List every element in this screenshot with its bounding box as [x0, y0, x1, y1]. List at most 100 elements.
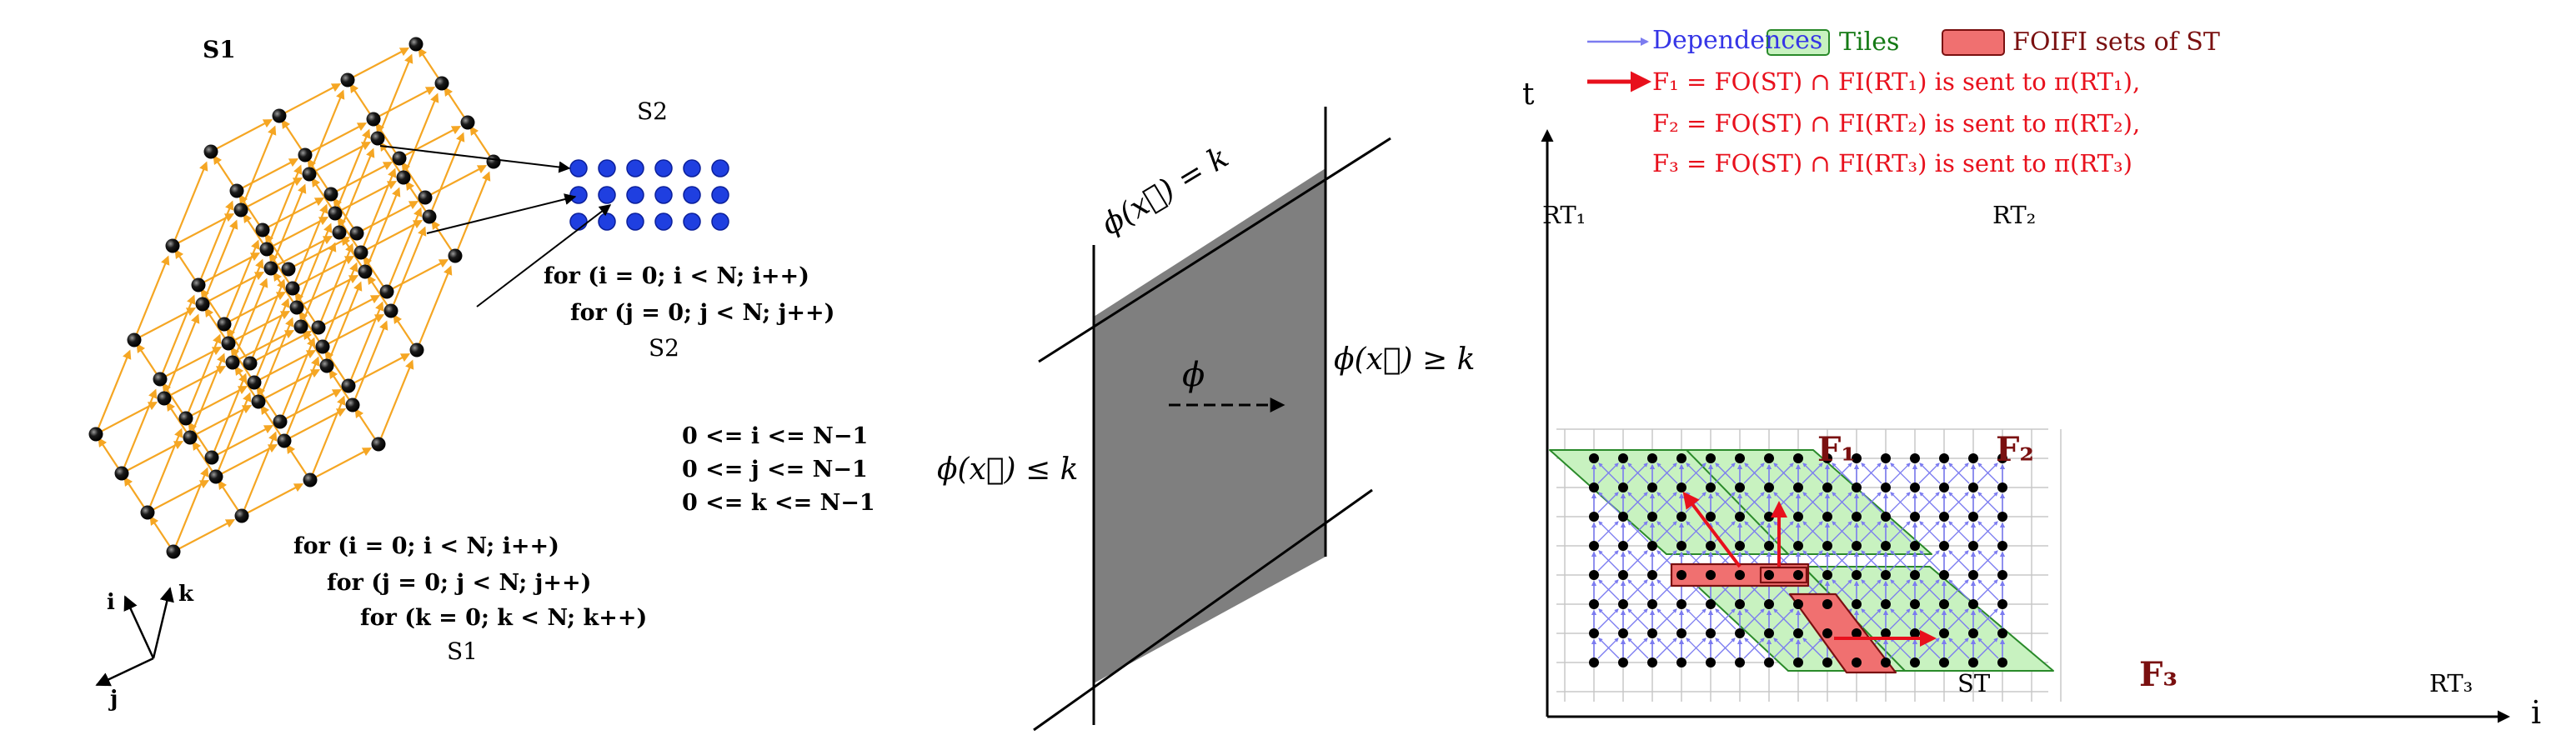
- iteration-point: [1764, 570, 1774, 580]
- dependence-arrow: [1714, 492, 1736, 513]
- dependence-edge: [202, 272, 265, 305]
- iteration-point: [1881, 599, 1891, 609]
- s2-point: [598, 212, 616, 231]
- dependence-arrow: [1919, 550, 1941, 572]
- dependence-arrow: [1743, 492, 1765, 513]
- dependence-edge: [232, 330, 295, 363]
- dependence-edge: [133, 308, 197, 341]
- legend-f3-text: F₃ = FO(ST) ∩ FI(RT₃) is sent to π(RT₃): [1652, 149, 2132, 178]
- lattice-point: [183, 430, 198, 445]
- dependence-arrow: [1977, 492, 1998, 513]
- phi-leq-k-label: ϕ(x⃗) ≤ k: [937, 452, 1079, 487]
- s1-title: S1: [203, 36, 236, 63]
- iteration-point: [1939, 658, 1949, 668]
- s2-point: [654, 159, 673, 178]
- lattice-point: [323, 187, 338, 202]
- dependence-arrow: [1626, 462, 1648, 484]
- dependence-arrow: [1627, 521, 1649, 542]
- iteration-point: [1735, 628, 1745, 638]
- dependence-edge: [322, 314, 385, 348]
- dependence-arrow: [1686, 608, 1707, 630]
- lattice-point: [217, 317, 232, 332]
- iteration-point: [1997, 628, 2007, 638]
- iteration-point: [1910, 482, 1920, 492]
- dependence-arrow: [1977, 462, 1999, 484]
- s2-point: [654, 186, 673, 204]
- iteration-point: [1647, 570, 1657, 580]
- iteration-point: [1968, 599, 1978, 609]
- dependence-edge: [95, 402, 158, 435]
- dependence-arrow: [1860, 608, 1882, 630]
- dependence-edge: [304, 122, 368, 156]
- dependence-arrow: [1918, 608, 1940, 630]
- dependence-arrow: [1919, 492, 1941, 513]
- hyperplane-region: [1094, 168, 1326, 683]
- dependence-arrow: [1948, 521, 1970, 542]
- dependence-arrow: [1597, 462, 1619, 484]
- dependence-edge: [279, 389, 343, 422]
- iteration-point: [1939, 512, 1949, 522]
- dependence-arrow: [1977, 579, 1998, 601]
- dependence-edge: [210, 119, 273, 152]
- lattice-point: [303, 472, 318, 488]
- iteration-point: [1910, 570, 1920, 580]
- s1-loop-line-1: for (i = 0; i < N; i++): [293, 533, 559, 559]
- iteration-point: [1706, 512, 1716, 522]
- dependence-arrow: [1598, 462, 1620, 484]
- phi-arrow-label: ϕ: [1182, 356, 1205, 394]
- dependence-arrow: [1627, 462, 1649, 484]
- dependence-edge: [171, 161, 208, 247]
- iteration-point: [1676, 453, 1686, 463]
- iteration-point: [1968, 453, 1978, 463]
- dependence-arrow: [1861, 579, 1882, 601]
- dependence-arrow: [1627, 638, 1649, 659]
- dependence-arrow: [1802, 638, 1824, 659]
- hyperplane-diagram: [1033, 107, 1391, 732]
- dependence-arrow: [1948, 492, 1970, 513]
- iteration-point: [1997, 599, 2007, 609]
- lattice-point: [340, 72, 355, 88]
- dependence-arrow: [1832, 521, 1853, 542]
- constraint-i: 0 <= i <= N−1: [682, 423, 869, 449]
- dependence-edge: [428, 132, 465, 218]
- dependence-arrow: [1831, 462, 1852, 484]
- dependence-arrow: [1773, 608, 1795, 630]
- dependence-edge: [308, 395, 346, 481]
- lattice-point: [204, 450, 219, 465]
- dependence-arrow: [1832, 550, 1853, 572]
- lattice-point: [277, 433, 292, 448]
- iteration-point: [1881, 658, 1891, 668]
- iteration-point: [1589, 482, 1599, 492]
- dependence-arrow: [1656, 462, 1678, 484]
- dependence-arrow: [1598, 550, 1620, 572]
- dependence-arrow: [1773, 462, 1795, 484]
- dependence-arrow: [1977, 492, 1999, 513]
- dependence-edge: [262, 198, 325, 231]
- dependence-edge: [240, 178, 303, 211]
- dependence-edge: [215, 444, 278, 478]
- dependence-arrow: [1743, 462, 1765, 484]
- dependence-arrow: [1626, 492, 1648, 513]
- dependence-arrow: [1626, 550, 1648, 572]
- dependence-arrow: [1686, 462, 1707, 484]
- rt3-label: RT₃: [2429, 669, 2473, 698]
- dependence-arrow: [1977, 608, 1999, 630]
- s2-caption: S2: [649, 334, 679, 362]
- dependence-edge: [334, 181, 398, 214]
- iteration-point: [1822, 453, 1832, 463]
- iteration-point: [1589, 453, 1599, 463]
- dependence-edge: [121, 441, 184, 474]
- iteration-point: [1706, 453, 1716, 463]
- dependence-arrow: [1861, 550, 1882, 572]
- s2-point: [654, 212, 673, 231]
- dependence-arrow: [1889, 550, 1911, 572]
- lattice-point: [153, 372, 168, 387]
- s2-point: [683, 186, 701, 204]
- lattice-point: [251, 394, 266, 409]
- dependence-edge: [266, 217, 329, 250]
- lattice-point: [358, 264, 373, 279]
- legend-tile-symbol: [1767, 29, 1830, 56]
- lattice-point: [448, 248, 463, 263]
- dependence-arrow: [1861, 462, 1882, 484]
